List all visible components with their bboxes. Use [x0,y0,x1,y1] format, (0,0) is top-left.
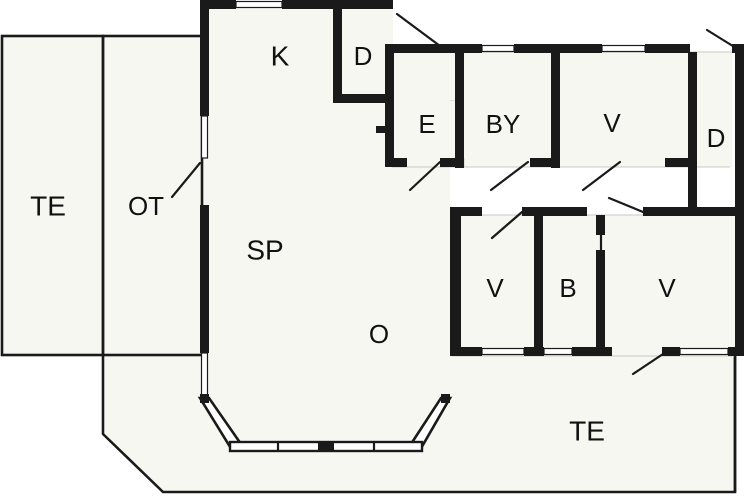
floor-terrace-right [450,356,735,492]
wall-v-bottom-stub [665,158,697,167]
room-label-b: B [559,273,576,303]
wall-lower-wing-top-b [522,207,587,216]
wall-k-top-right [282,0,393,9]
outline-covered-terrace [101,34,204,357]
wall-o-right-top-stub [450,207,482,216]
wall-d-upper-bottom [333,94,393,103]
wall-k-d-divider [333,8,342,103]
wall-sp-left-upper [200,8,209,116]
wall-o-right [450,215,459,356]
wall-e-bottom-stub-left [385,158,407,167]
wall-e-left [385,103,394,167]
wall-d-right-inner [688,167,697,216]
door-e-bottom [408,160,442,192]
wall-e-to-sp-jamb [376,126,388,133]
wall-sp-left-mid [200,205,209,353]
wall-e-by-divider [455,52,464,168]
door-by-bottom [489,160,530,192]
wall-v-b-divider [534,215,543,356]
floor-room-e [392,52,732,167]
wall-b-right-lower [596,250,605,356]
wall-o-bottom-left [450,347,464,356]
door-d-right-top [705,28,738,50]
wall-by-v-divider [551,52,560,168]
wall-by-bottom-stub-right [530,158,560,167]
window-lower-bottom-3 [679,347,729,356]
floor-covered-terrace [105,36,200,355]
wall-lower-bottom-e [728,347,744,356]
room-label-te-left: TE [30,190,66,221]
room-label-v-lower-left: V [486,273,504,303]
door-v-upper-bottom [581,160,622,192]
wall-wing-top-c [645,44,690,53]
wall-lower-bottom-b [524,347,544,356]
floor-lower-wing [452,215,735,356]
room-label-e: E [418,109,435,139]
wall-k-top-left [200,0,236,9]
wall-lower-bottom-a [452,347,482,356]
wall-lower-wing-top-c [643,207,735,216]
bay-corner-right [441,394,450,403]
wall-e-bottom-stub-right [440,158,464,167]
wall-wing-top-a [407,44,482,53]
door-v-lower-left [490,210,524,240]
window-lower-bottom-1 [481,347,525,356]
room-label-d-right: D [707,123,726,153]
door-corridor-to-d-right [607,196,645,214]
room-label-ot: OT [128,191,164,221]
bay-window [197,394,453,453]
bay-post-center [318,442,334,451]
bay-corner-left [200,394,209,403]
window-wing-top-1 [481,44,515,53]
wall-d-right-outer [735,44,744,216]
window-k-top [235,0,283,9]
room-label-sp: SP [246,234,283,265]
room-labels: TE OT K D E BY V D SP O V B V TE [30,40,725,446]
wall-v-d-divider [688,52,697,168]
wall-lower-bottom-c [572,347,612,356]
room-label-k: K [271,40,290,71]
wall-wing-top-b [514,44,602,53]
wall-e-left-stub-top [385,44,407,53]
room-label-te-right: TE [569,415,605,446]
room-label-by: BY [486,109,521,139]
door-te-right [631,350,668,376]
window-sp-left-lower [200,352,209,402]
window-wing-top-2 [601,44,646,53]
wall-lower-wing-right [735,215,744,356]
floor-fills [2,8,735,492]
wall-lower-bottom-d [662,347,680,356]
window-sp-left-upper [200,115,209,159]
door-ot-to-sp [170,161,202,199]
room-label-v-upper: V [603,108,621,138]
terrace-outlines [0,34,737,494]
door-d-upper-to-e [395,12,442,48]
room-label-o: O [369,319,389,349]
room-label-d-upper: D [354,41,373,71]
window-lower-bottom-2 [543,347,573,356]
floor-hall-upper [333,8,393,103]
door-swings [170,12,738,376]
wall-d-upper-right [385,44,394,103]
walls [196,0,744,453]
room-label-v-lower-right: V [658,273,676,303]
floor-terrace-left [2,36,103,355]
